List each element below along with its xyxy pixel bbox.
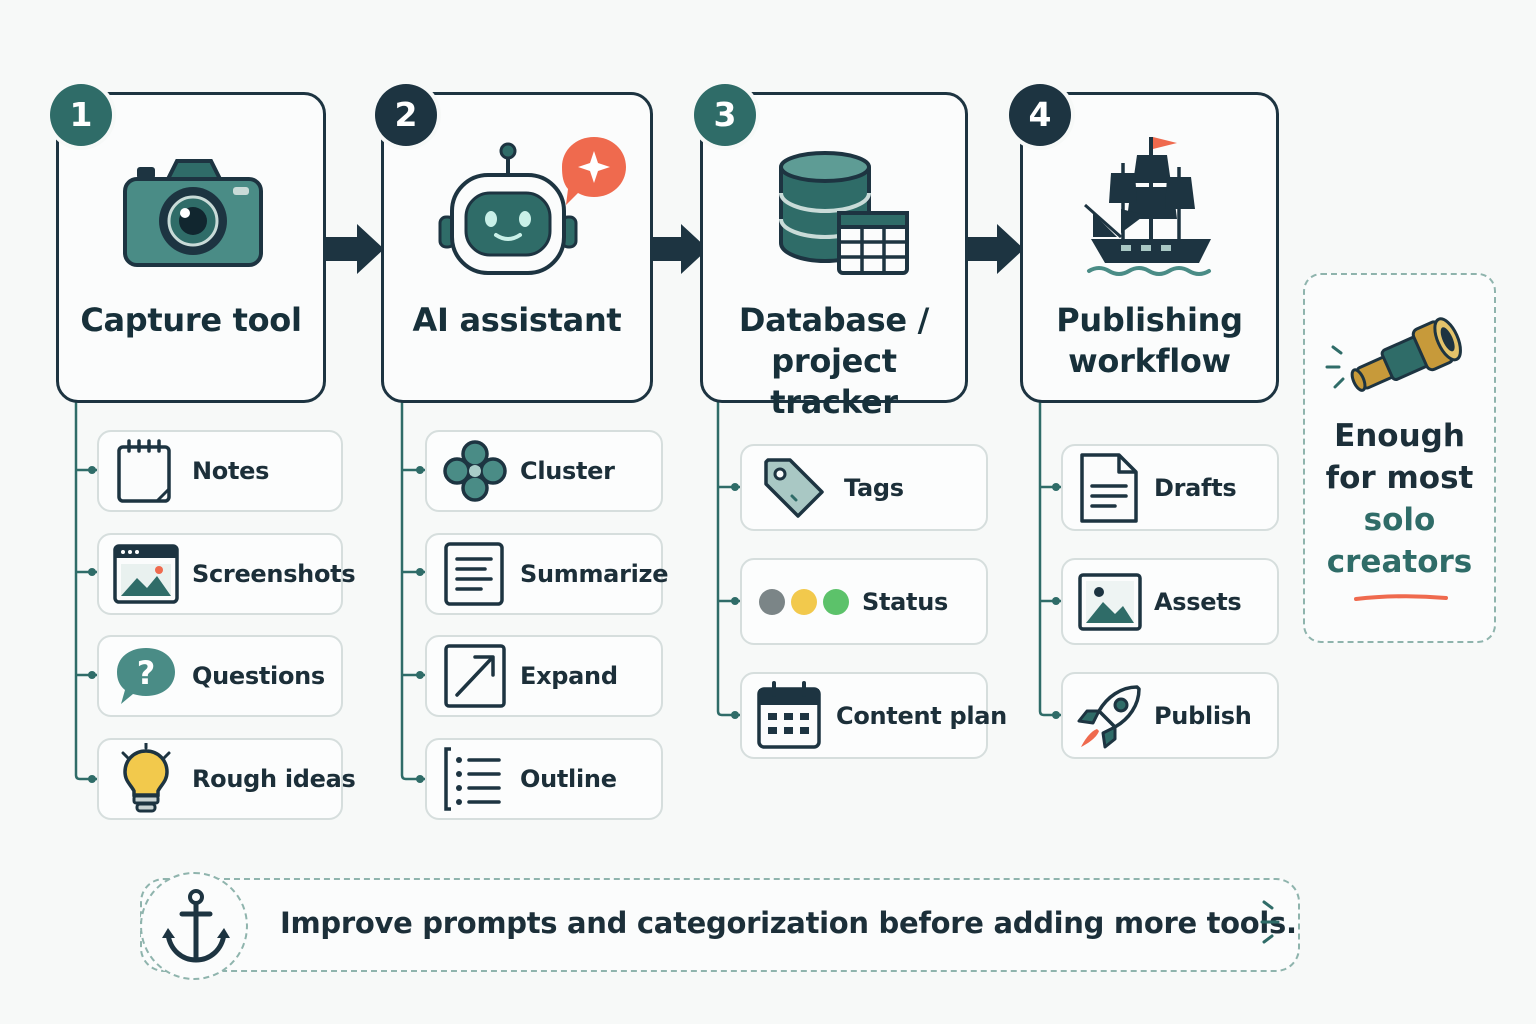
notepad-icon xyxy=(117,439,171,503)
arrow-2-3 xyxy=(652,224,708,274)
item-label: Summarize xyxy=(520,560,669,588)
step-title: AI assistant xyxy=(412,301,622,339)
list-item-status[interactable]: Status xyxy=(740,558,988,645)
step-number-badge: 1 xyxy=(50,84,112,146)
lightbulb-icon xyxy=(121,743,171,813)
item-label: Content plan xyxy=(836,701,1007,730)
step-card-database-tracker[interactable]: Database / project tracker xyxy=(700,92,968,421)
step-card-publishing-workflow[interactable]: Publishing workflow xyxy=(1020,92,1279,403)
outline-list-icon xyxy=(444,747,501,811)
anchor-icon xyxy=(162,889,230,963)
arrow-1-2 xyxy=(326,224,384,274)
item-label: Screenshots xyxy=(192,560,356,588)
list-item-notes[interactable]: Notes xyxy=(97,430,343,512)
expand-arrow-icon xyxy=(444,644,506,708)
cluster-icon xyxy=(443,440,507,502)
underline-stroke xyxy=(1354,594,1448,601)
step-card-ai-assistant[interactable]: AI assistant xyxy=(381,92,653,403)
list-item-assets[interactable]: Assets xyxy=(1061,558,1279,645)
step-title: Database / project tracker xyxy=(738,301,930,421)
screenshot-icon xyxy=(113,544,179,604)
side-note-text: Enough for most solo creators xyxy=(1305,415,1494,583)
step-number-badge: 2 xyxy=(375,84,437,146)
item-label: Notes xyxy=(192,457,270,485)
list-item-content-plan[interactable]: Content plan xyxy=(740,672,1007,759)
list-item-screenshots[interactable]: Screenshots xyxy=(97,533,356,615)
spyglass-icon xyxy=(1325,317,1462,392)
step-number-badge: 3 xyxy=(694,84,756,146)
arrow-3-4 xyxy=(968,224,1024,274)
side-note-line: Enough xyxy=(1334,418,1465,454)
summary-document-icon xyxy=(444,542,504,606)
step-title: Capture tool xyxy=(80,301,302,339)
image-icon xyxy=(1078,572,1142,631)
side-note-line: for most xyxy=(1325,460,1474,496)
status-dots-icon xyxy=(759,588,849,615)
robot-icon xyxy=(438,137,626,275)
step-card-capture-tool[interactable]: Capture tool xyxy=(56,92,326,403)
list-item-drafts[interactable]: Drafts xyxy=(1061,444,1279,531)
question-bubble-icon: ? xyxy=(117,648,175,704)
footer-tip: Improve prompts and categorization befor… xyxy=(140,872,1300,980)
side-note-box: Enough for most solo creators xyxy=(1303,273,1496,643)
footer-anchor-circle xyxy=(140,872,248,980)
side-note-line: solo xyxy=(1363,502,1436,538)
step-number-badge: 4 xyxy=(1009,84,1071,146)
list-item-summarize[interactable]: Summarize xyxy=(425,533,669,615)
step-title: Publishing workflow xyxy=(1056,301,1243,380)
rocket-icon xyxy=(1077,684,1141,748)
item-label: Publish xyxy=(1154,701,1252,730)
item-label: Drafts xyxy=(1154,473,1237,502)
footer-text: Improve prompts and categorization befor… xyxy=(280,906,1297,940)
item-label: Cluster xyxy=(520,457,615,485)
item-label: Outline xyxy=(520,765,617,793)
camera-icon xyxy=(123,159,263,267)
item-label: Status xyxy=(862,587,948,616)
side-note-line: creators xyxy=(1326,544,1473,580)
list-item-tags[interactable]: Tags xyxy=(740,444,988,531)
item-label: Rough ideas xyxy=(192,765,356,793)
list-item-cluster[interactable]: Cluster xyxy=(425,430,663,512)
tag-icon xyxy=(764,457,824,518)
list-item-questions[interactable]: ? Questions xyxy=(97,635,343,717)
database-table-icon xyxy=(779,151,909,275)
list-item-outline[interactable]: Outline xyxy=(425,738,663,820)
item-label: Questions xyxy=(192,662,325,690)
ship-icon xyxy=(1084,137,1211,276)
emphasis-marks xyxy=(1260,900,1280,944)
calendar-icon xyxy=(757,680,821,749)
item-label: Expand xyxy=(520,662,618,690)
svg-text:?: ? xyxy=(137,654,156,692)
list-item-rough-ideas[interactable]: Rough ideas xyxy=(97,738,356,820)
item-label: Tags xyxy=(844,473,904,502)
document-icon xyxy=(1080,452,1138,523)
list-item-publish[interactable]: Publish xyxy=(1061,672,1279,759)
list-item-expand[interactable]: Expand xyxy=(425,635,663,717)
item-label: Assets xyxy=(1154,587,1242,616)
